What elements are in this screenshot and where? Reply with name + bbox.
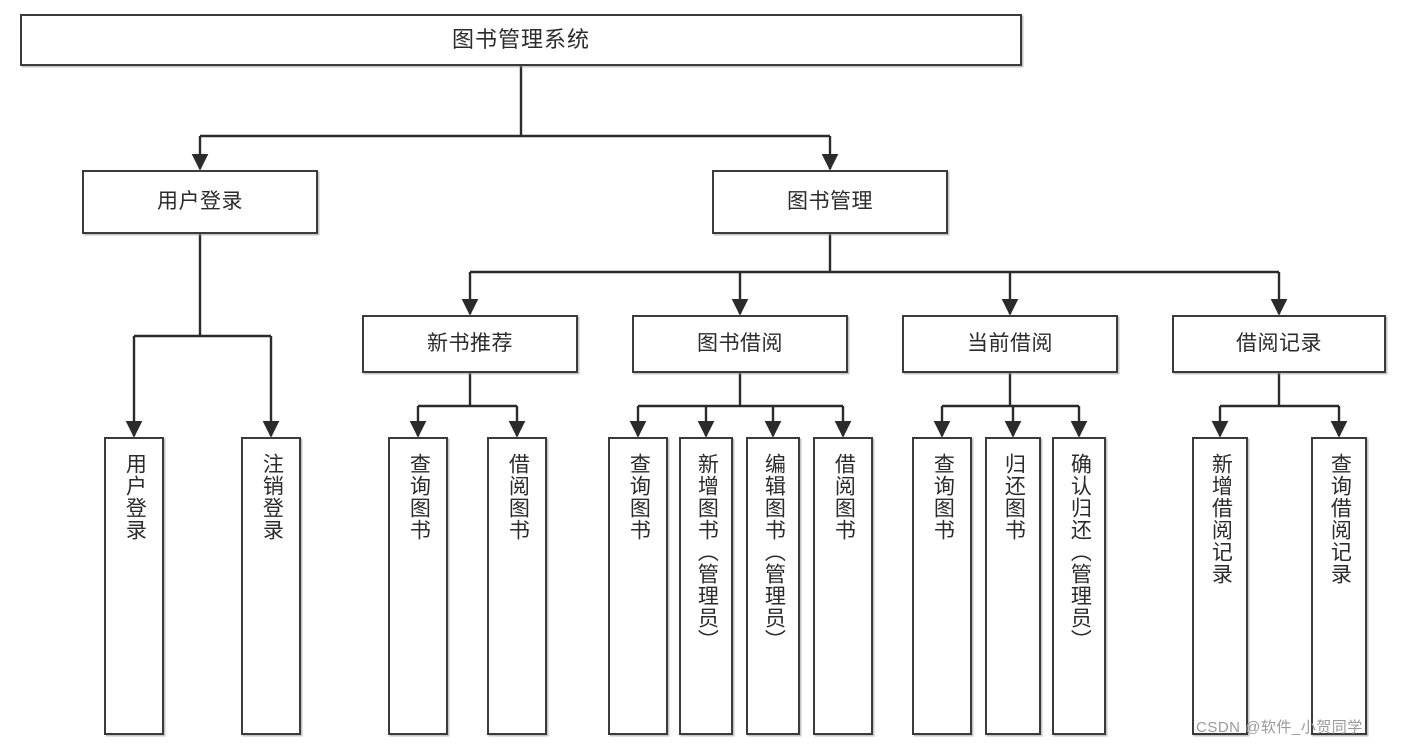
- node-label: 查询借阅记录: [1328, 453, 1352, 585]
- node-label: 查询图书: [407, 453, 431, 541]
- node-label: 查询图书: [931, 453, 955, 541]
- node-leaf-bb-query[interactable]: 查询图书: [608, 437, 668, 735]
- node-borrow-record[interactable]: 借阅记录: [1172, 315, 1386, 373]
- node-new-book-rec[interactable]: 新书推荐: [362, 315, 578, 373]
- node-user-login[interactable]: 用户登录: [82, 170, 318, 234]
- node-label: 新书推荐: [427, 331, 513, 355]
- node-leaf-br-add[interactable]: 新增借阅记录: [1192, 437, 1248, 735]
- node-book-manage[interactable]: 图书管理: [712, 170, 948, 234]
- node-label: 确认归还（管理员）: [1068, 453, 1092, 651]
- node-label: 借阅记录: [1236, 331, 1322, 355]
- node-label: 借阅图书: [832, 453, 856, 541]
- node-label: 用户登录: [157, 189, 243, 213]
- node-label: 用户登录: [123, 453, 147, 541]
- node-label: 图书管理系统: [451, 27, 590, 53]
- node-label: 当前借阅: [967, 331, 1053, 355]
- node-label: 图书管理: [787, 189, 873, 213]
- node-label: 查询图书: [627, 453, 651, 541]
- node-current-borrow[interactable]: 当前借阅: [902, 315, 1118, 373]
- node-book-borrow[interactable]: 图书借阅: [632, 315, 848, 373]
- node-label: 新增借阅记录: [1209, 453, 1233, 585]
- node-leaf-rec-borrow[interactable]: 借阅图书: [487, 437, 547, 735]
- node-leaf-cb-query[interactable]: 查询图书: [912, 437, 972, 735]
- node-label: 新增图书（管理员）: [695, 453, 719, 651]
- node-leaf-rec-query[interactable]: 查询图书: [388, 437, 448, 735]
- node-label: 图书借阅: [697, 331, 783, 355]
- node-leaf-bb-add[interactable]: 新增图书（管理员）: [679, 437, 733, 735]
- node-leaf-user-login[interactable]: 用户登录: [104, 437, 164, 735]
- node-leaf-cb-return[interactable]: 归还图书: [985, 437, 1041, 735]
- node-leaf-user-logout[interactable]: 注销登录: [241, 437, 301, 735]
- node-root[interactable]: 图书管理系统: [20, 14, 1022, 66]
- node-leaf-bb-borrow[interactable]: 借阅图书: [813, 437, 873, 735]
- node-label: 借阅图书: [506, 453, 530, 541]
- node-leaf-cb-confirm[interactable]: 确认归还（管理员）: [1052, 437, 1106, 735]
- node-leaf-br-query[interactable]: 查询借阅记录: [1311, 437, 1367, 735]
- watermark-text: CSDN @软件_小贺同学: [1196, 719, 1363, 736]
- node-label: 编辑图书（管理员）: [762, 453, 786, 651]
- node-leaf-bb-edit[interactable]: 编辑图书（管理员）: [746, 437, 800, 735]
- node-label: 注销登录: [260, 453, 284, 541]
- node-label: 归还图书: [1002, 453, 1026, 541]
